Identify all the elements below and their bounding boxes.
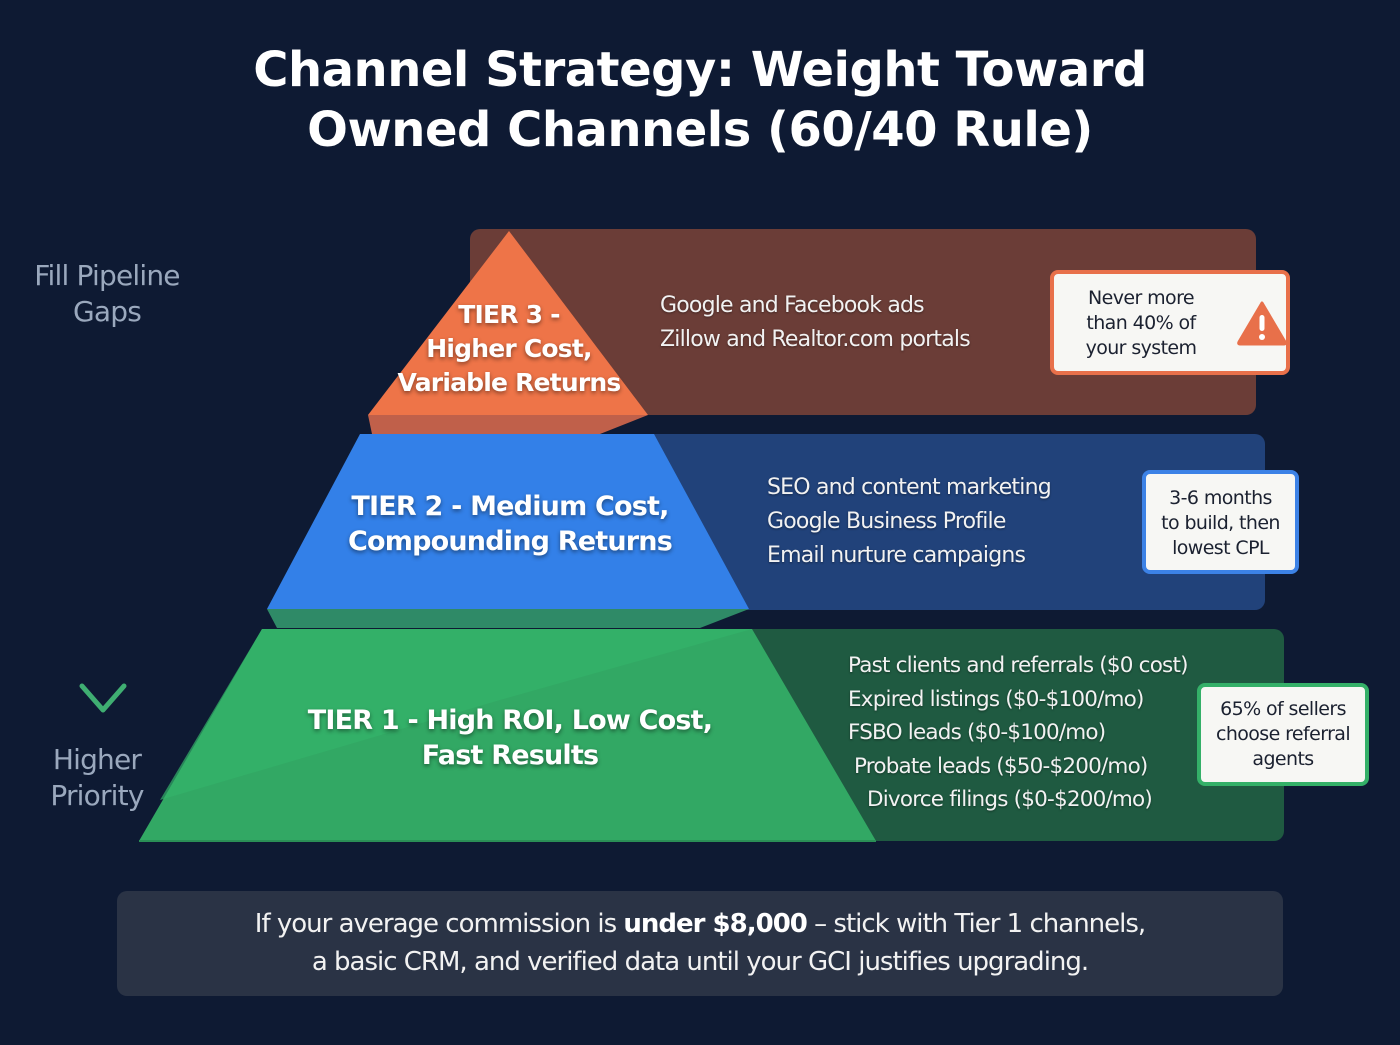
higher-priority-label: Higher Priority	[22, 742, 172, 814]
footer-line-2: a basic CRM, and verified data until you…	[311, 947, 1089, 977]
title-line-2: Owned Channels (60/40 Rule)	[307, 102, 1093, 158]
tier-3-label-line-3: Variable Returns	[397, 368, 622, 397]
tier-1-channel-list: Past clients and referrals ($0 cost) Exp…	[848, 649, 1188, 817]
bottom-label-line-2: Priority	[50, 779, 144, 812]
tier-2-channel-list: SEO and content marketing Google Busines…	[767, 471, 1052, 573]
arrow-down-icon	[79, 353, 127, 713]
footer-line-1: If your average commission is under $8,0…	[117, 905, 1283, 943]
callout-line-3: agents	[1252, 748, 1314, 770]
list-item: Divorce filings ($0-$200/mo)	[867, 787, 1153, 812]
callout-line-2: to build, then	[1161, 512, 1280, 534]
list-item: Expired listings ($0-$100/mo)	[848, 686, 1144, 712]
list-item: Email nurture campaigns	[767, 543, 1026, 568]
callout-line-3: your system	[1085, 337, 1197, 359]
fill-pipeline-gaps-label: Fill Pipeline Gaps	[22, 258, 192, 330]
list-item: Zillow and Realtor.com portals	[660, 327, 971, 352]
footer-post-text: – stick with Tier 1 channels,	[806, 909, 1146, 939]
list-item: SEO and content marketing	[767, 475, 1052, 500]
top-label-line-2: Gaps	[72, 295, 142, 328]
tier-3-label: TIER 3 - Higher Cost, Variable Returns	[380, 298, 638, 400]
tier-1-label-line-2: Fast Results	[421, 740, 599, 771]
title-line-1: Channel Strategy: Weight Toward	[253, 42, 1147, 98]
commission-advice-note: If your average commission is under $8,0…	[117, 891, 1283, 996]
callout-line-2: choose referral	[1215, 723, 1351, 745]
callout-line-1: Never more	[1088, 287, 1195, 309]
callout-line-3: lowest CPL	[1172, 537, 1269, 559]
callout-line-2: than 40% of	[1086, 312, 1196, 334]
top-label-line-1: Fill Pipeline	[34, 259, 180, 292]
tier-3-label-line-1: TIER 3 -	[458, 300, 560, 329]
tier-2-label-line-1: TIER 2 - Medium Cost,	[351, 491, 669, 522]
tier-2-shape	[267, 434, 749, 609]
tier-1-label: TIER 1 - High ROI, Low Cost, Fast Result…	[250, 703, 770, 773]
tier-3-shape	[368, 231, 648, 415]
list-item: Past clients and referrals ($0 cost)	[848, 653, 1188, 678]
list-item: Google and Facebook ads	[660, 293, 925, 318]
tier-3-label-line-2: Higher Cost,	[426, 334, 592, 363]
tier-2-label-line-2: Compounding Returns	[348, 526, 673, 557]
bottom-label-line-1: Higher	[52, 743, 142, 776]
list-item: Probate leads ($50-$200/mo)	[854, 753, 1148, 779]
page-title: Channel Strategy: Weight Toward Owned Ch…	[0, 40, 1400, 160]
tier-1-label-line-1: TIER 1 - High ROI, Low Cost,	[307, 705, 713, 736]
list-item: FSBO leads ($0-$100/mo)	[848, 720, 1106, 745]
warning-icon	[1237, 301, 1287, 346]
footer-bold-text: under $8,000	[623, 909, 807, 939]
footer-pre-text: If your average commission is	[254, 909, 624, 939]
callout-line-1: 65% of sellers	[1220, 698, 1346, 720]
callout-line-1: 3-6 months	[1169, 487, 1272, 509]
tier-3-channel-list: Google and Facebook ads Zillow and Realt…	[660, 289, 971, 357]
tier-2-label: TIER 2 - Medium Cost, Compounding Return…	[300, 489, 720, 559]
list-item: Google Business Profile	[767, 509, 1006, 534]
tier-1-callout: 65% of sellers choose referral agents	[1197, 683, 1369, 786]
tier-3-callout: Never more than 40% of your system	[1050, 270, 1290, 375]
tier-2-callout: 3-6 months to build, then lowest CPL	[1142, 470, 1299, 574]
